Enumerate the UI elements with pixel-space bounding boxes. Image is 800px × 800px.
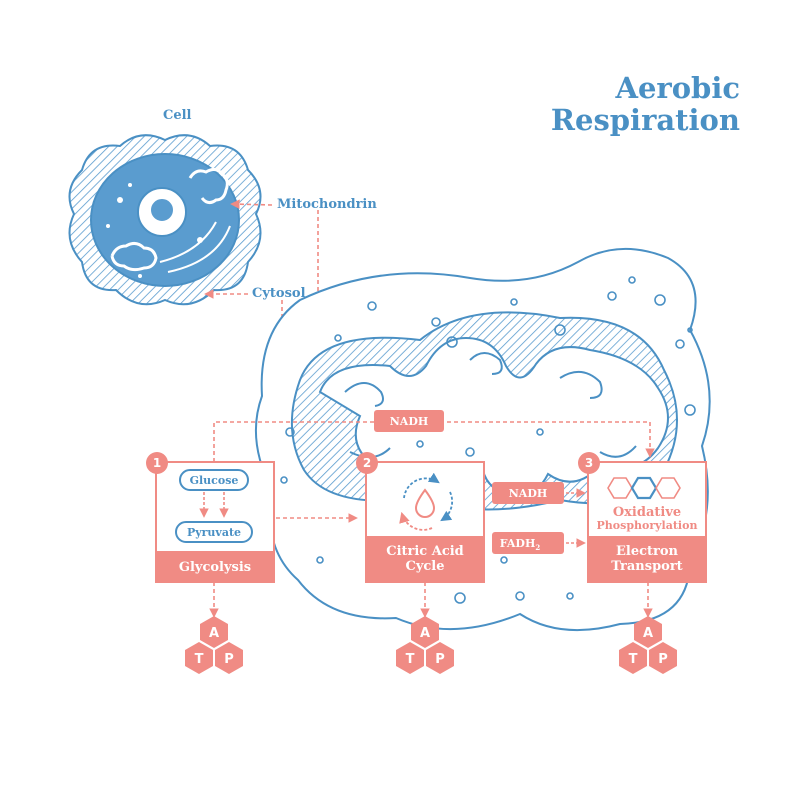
fadh2-carrier: FADH2 [492, 532, 586, 554]
atp-letter-t: T [406, 652, 415, 667]
label-cytosol: Cytosol [252, 286, 306, 301]
cycle-arrows-icon [399, 472, 454, 531]
atp-cluster-citric-acid: A T P [396, 616, 454, 674]
mitochondrion-upper [188, 167, 229, 205]
glucose-label: Glucose [190, 474, 239, 487]
atp-hexagon [619, 642, 647, 674]
atp-letter-t: T [195, 652, 204, 667]
atp-hexagon [634, 616, 662, 648]
step-electron-transport: Oxidative Phosphorylation Electron Trans… [578, 452, 707, 583]
vesicle [197, 237, 203, 243]
atp-hexagon [185, 642, 213, 674]
atp-hexagon [396, 642, 424, 674]
endoplasmic-reticulum [159, 221, 231, 273]
step-citric-acid-cycle: Citric Acid Cycle 2 [356, 452, 485, 583]
vesicle [117, 197, 123, 203]
title-block: Aerobic Respiration [551, 71, 740, 137]
hexagon-chain-icon [607, 476, 681, 500]
vesicle [106, 224, 110, 228]
atp-hexagon [411, 616, 439, 648]
pathway-connectors [209, 421, 655, 618]
atp-hexagon [215, 642, 243, 674]
atp-cluster-electron-transport: A T P [619, 616, 677, 674]
phosphorylation-label: Phosphorylation [597, 519, 698, 532]
step-3-number: 3 [585, 456, 593, 470]
oxidative-label: Oxidative [613, 505, 681, 520]
step-2-marker [356, 452, 378, 474]
title-line-2: Respiration [551, 103, 740, 137]
step-2-number: 2 [363, 456, 371, 470]
atp-cluster-glycolysis: A T P [185, 616, 243, 674]
pyruvate-label: Pyruvate [187, 526, 241, 539]
citric-acid-label-line-1: Citric Acid [386, 544, 464, 559]
vesicle [128, 183, 132, 187]
atp-hexagon [200, 616, 228, 648]
nadh-top-label: NADH [390, 415, 429, 428]
step-3-marker [578, 452, 600, 474]
fadh2-subscript: 2 [535, 543, 540, 552]
step-glycolysis: Glucose Pyruvate Glycolysis 1 [146, 452, 275, 583]
nadh-top-badge: NADH [374, 410, 444, 432]
atp-letter-a: A [420, 626, 430, 641]
atp-letter-t: T [629, 652, 638, 667]
cell-illustration [68, 134, 262, 306]
vesicle [138, 274, 142, 278]
nadh-carrier: NADH [492, 482, 586, 504]
nadh-carrier-label: NADH [509, 487, 548, 500]
electron-carriers: NADH FADH2 [492, 482, 586, 554]
atp-letter-p: P [435, 652, 445, 667]
atp-letter-p: P [224, 652, 234, 667]
electron-transport-label-line-1: Electron [616, 544, 679, 559]
electron-transport-label-line-2: Transport [611, 559, 682, 574]
mitochondrion-lower [110, 241, 158, 272]
fadh2-label: FADH [500, 537, 536, 550]
citric-acid-label-line-2: Cycle [405, 559, 444, 574]
matrix-granules [280, 276, 696, 604]
label-cell: Cell [163, 108, 192, 123]
nucleolus [149, 197, 175, 223]
droplet-icon [414, 488, 436, 518]
title-line-1: Aerobic [614, 71, 740, 105]
atp-letter-a: A [643, 626, 653, 641]
step-1-number: 1 [153, 456, 161, 470]
atp-hexagon [649, 642, 677, 674]
svg-text:FADH2: FADH2 [500, 537, 541, 552]
atp-hexagon [426, 642, 454, 674]
glycolysis-label: Glycolysis [179, 560, 251, 575]
glucose-to-pyruvate-arrows [199, 492, 229, 518]
step-1-marker [146, 452, 168, 474]
label-mitochondrin: Mitochondrin [277, 197, 377, 212]
atp-letter-p: P [658, 652, 668, 667]
atp-letter-a: A [209, 626, 219, 641]
